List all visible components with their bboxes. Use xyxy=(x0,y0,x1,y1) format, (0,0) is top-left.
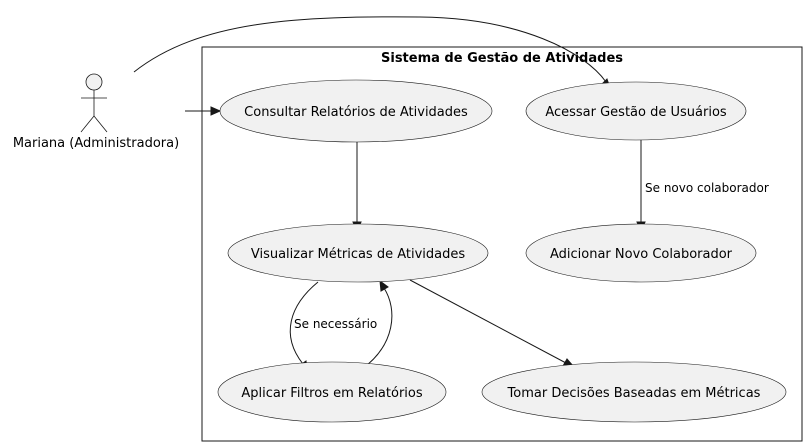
use-case-adicionar-label: Adicionar Novo Colaborador xyxy=(550,247,733,262)
use-case-adicionar-shape xyxy=(525,223,757,283)
use-case-acessar-shape xyxy=(525,81,747,141)
use-case-consultar[interactable]: Consultar Relatórios de Atividades xyxy=(219,79,493,143)
edge-visualizar-to-aplicar xyxy=(289,281,319,365)
use-case-aplicar-shape xyxy=(217,361,447,423)
use-case-aplicar[interactable]: Aplicar Filtros em Relatórios xyxy=(217,361,447,423)
edge-visualizar-to-tomar xyxy=(409,279,567,364)
edge-actor-to-acessar xyxy=(133,16,607,83)
system-title: Sistema de Gestão de Atividades xyxy=(381,51,623,66)
use-case-consultar-shape xyxy=(219,79,493,143)
actor-head xyxy=(85,73,103,91)
use-case-aplicar-label: Aplicar Filtros em Relatórios xyxy=(241,386,423,401)
actor-mariana[interactable]: Mariana (Administradora) xyxy=(13,73,179,151)
use-case-tomar-label: Tomar Decisões Baseadas em Métricas xyxy=(507,386,761,401)
use-case-visualizar-shape xyxy=(227,223,489,283)
arrowhead-consultar xyxy=(210,106,222,116)
edge-label-necessario: Se necessário xyxy=(294,317,377,331)
use-case-visualizar[interactable]: Visualizar Métricas de Atividades xyxy=(227,223,489,283)
actor-name: Mariana (Administradora) xyxy=(13,136,179,151)
use-cases: Consultar Relatórios de Atividades Acess… xyxy=(217,79,787,423)
edge-aplicar-to-visualizar xyxy=(361,287,393,370)
use-case-acessar[interactable]: Acessar Gestão de Usuários xyxy=(525,81,747,141)
use-case-acessar-label: Acessar Gestão de Usuários xyxy=(545,105,727,120)
arrowhead-back-visualizar xyxy=(379,279,389,292)
use-case-visualizar-label: Visualizar Métricas de Atividades xyxy=(251,247,466,262)
actor-left-leg xyxy=(80,115,95,133)
use-case-tomar-shape xyxy=(481,361,787,423)
use-case-consultar-label: Consultar Relatórios de Atividades xyxy=(244,105,468,120)
use-case-adicionar[interactable]: Adicionar Novo Colaborador xyxy=(525,223,757,283)
use-case-tomar[interactable]: Tomar Decisões Baseadas em Métricas xyxy=(481,361,787,423)
edge-label-novo-colaborador: Se novo colaborador xyxy=(645,181,769,195)
actor-right-leg xyxy=(93,115,108,133)
